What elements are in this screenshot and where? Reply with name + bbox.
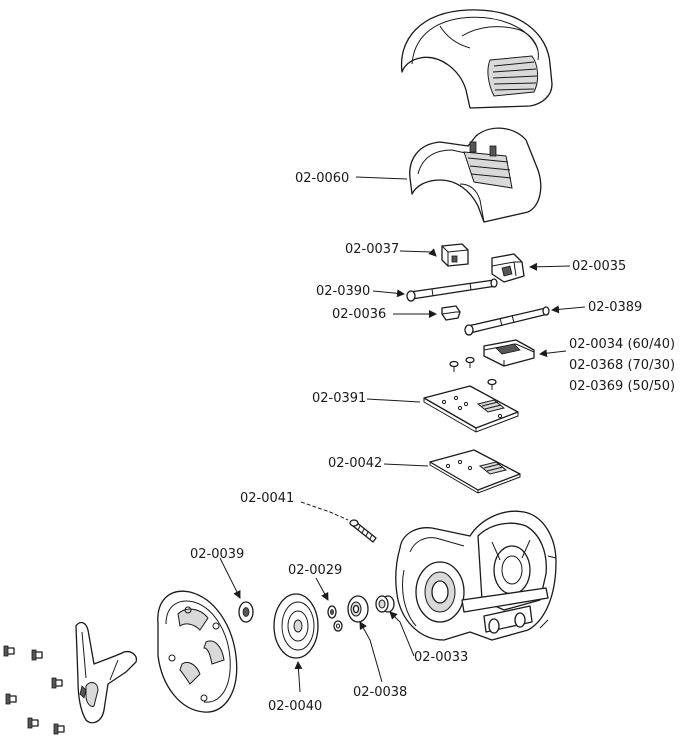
label-02-0041: 02-0041 [240,491,294,506]
leader-02-0039 [219,557,241,599]
leader-02-0035 [529,262,571,271]
part-02-0036 [441,305,461,321]
top-cover-part [400,9,553,109]
leader-02-0038 [359,621,383,683]
part-02-0035 [491,253,525,283]
screw-6 [53,723,65,735]
loose-screws [3,645,65,735]
label-02-0034: 02-0034 (60/40) [569,337,675,352]
screw-5 [27,717,39,729]
label-02-0037: 02-0037 [345,242,399,257]
leader-02-0060 [355,176,408,180]
leader-02-0041 [300,501,349,521]
part-02-0037 [441,243,469,267]
label-02-0036: 02-0036 [332,307,386,322]
part-02-0391 [423,385,519,433]
label-02-0040: 02-0040 [268,699,322,714]
front-cover-part [157,590,238,713]
screw-3 [51,677,63,689]
leader-02-0042 [383,463,429,467]
label-02-0038: 02-0038 [353,685,407,700]
part-02-0040 [273,593,319,659]
leader-02-0037 [399,248,437,257]
front-bracket-part [75,621,138,724]
leader-02-0040 [294,661,303,693]
screw-2 [31,649,43,661]
label-02-0042: 02-0042 [328,456,382,471]
part-02-0390 [406,278,498,302]
leader-02-0033 [389,611,415,657]
leader-02-0029 [315,577,329,601]
label-02-0039: 02-0039 [190,547,244,562]
part-02-0033 [375,595,395,613]
screw-1 [3,645,15,657]
part-02-0042 [429,449,521,494]
part-02-0034 [483,339,535,367]
part-02-0039 [238,601,254,623]
label-02-0369: 02-0369 (50/50) [569,379,675,394]
part-02-0060 [409,127,542,223]
label-02-0368: 02-0368 (70/30) [569,358,675,373]
screws-small [449,356,497,390]
leader-02-0390 [372,289,405,298]
part-02-0389 [464,306,550,336]
part-02-0029 [327,605,343,632]
label-02-0391: 02-0391 [312,391,366,406]
leader-02-0034 [539,349,567,358]
screw-4 [5,693,17,705]
label-02-0060: 02-0060 [295,171,349,186]
part-02-0041 [349,519,377,543]
leader-02-0391 [366,398,421,403]
label-02-0389: 02-0389 [588,300,642,315]
label-02-0390: 02-0390 [316,284,370,299]
leader-02-0389 [551,305,586,314]
part-02-0038 [347,595,369,623]
pump-body-part [395,510,557,641]
label-02-0035: 02-0035 [572,259,626,274]
label-02-0029: 02-0029 [288,563,342,578]
label-02-0033: 02-0033 [414,650,468,665]
